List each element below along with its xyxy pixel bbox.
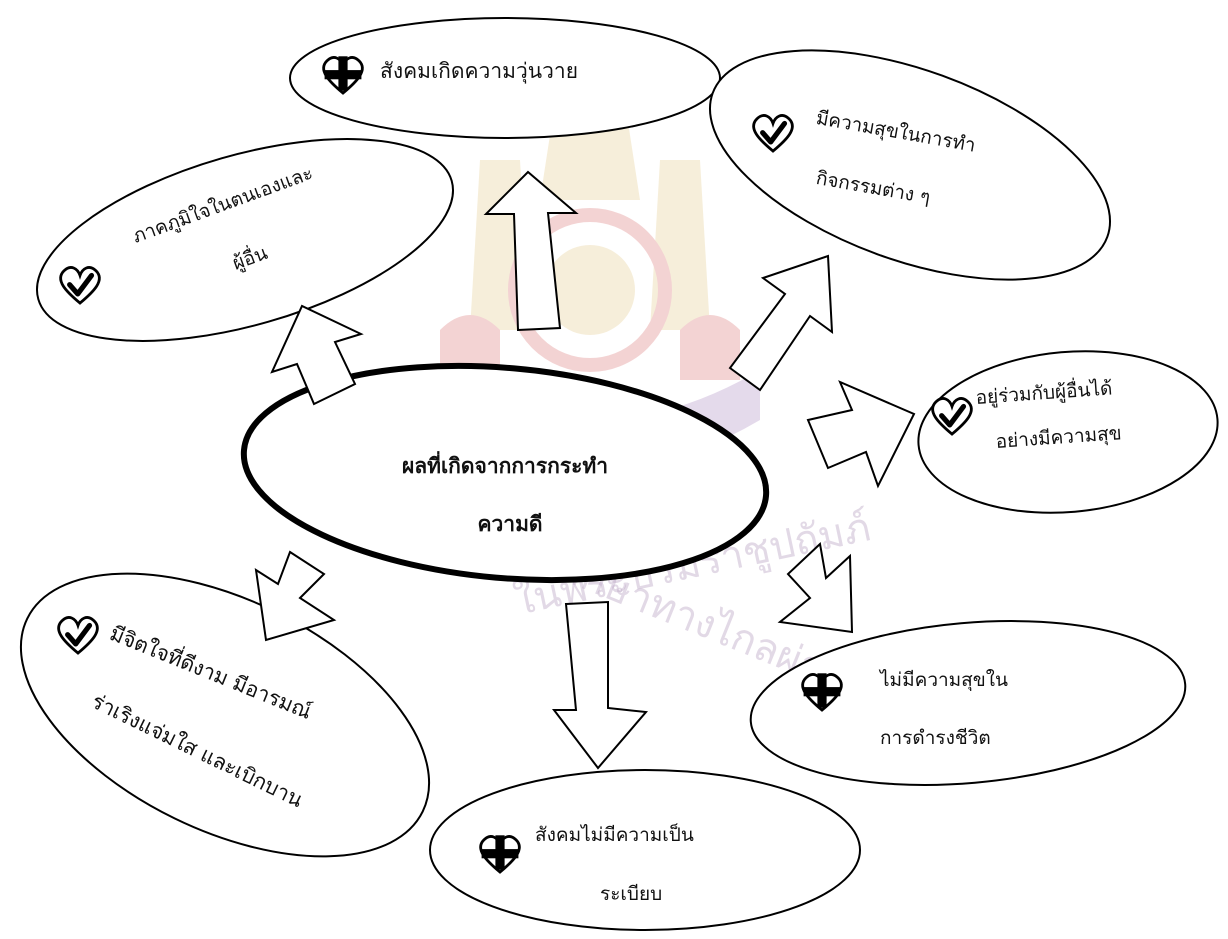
node-label-disorder-2: ระเบียบ: [600, 883, 663, 905]
node-label-disorder-1: สังคมไม่มีความเป็น: [535, 824, 694, 846]
node-ellipse-pride: [36, 138, 454, 342]
check-heart-icon: [931, 397, 973, 436]
center-ellipse: [240, 362, 770, 584]
arrow-to-disorder: [551, 600, 648, 770]
arrow-to-chaos: [483, 170, 579, 332]
node-ellipse-live-together: [917, 350, 1219, 514]
node-label-unhappy-life-2: การดำรงชีวิต: [880, 727, 991, 749]
node-label-unhappy-life-1: ไม่มีความสุขใน: [880, 669, 1009, 691]
cross-heart-icon: [322, 56, 364, 95]
check-heart-icon: [752, 114, 794, 153]
node-ellipse-chaos: [289, 17, 721, 139]
node-label-chaos: สังคมเกิดความวุ่นวาย: [380, 59, 579, 83]
node-ellipse-happy-activities: [709, 49, 1111, 281]
arrow-to-happy-activities: [728, 254, 834, 392]
arrow-to-unhappy-life: [777, 542, 854, 634]
check-heart-icon: [59, 266, 101, 305]
center-title-line2: ความดี: [477, 512, 543, 536]
center-title-line1: ผลที่เกิดจากการกระทำ: [401, 454, 609, 478]
cross-heart-icon: [801, 673, 843, 712]
arrow-to-live-together: [806, 380, 916, 489]
arrow-to-good-mind: [254, 550, 337, 642]
node-ellipse-unhappy-life: [749, 620, 1187, 786]
check-heart-icon: [57, 616, 99, 655]
node-ellipse-disorder: [429, 769, 861, 931]
arrow-to-pride: [270, 304, 364, 406]
cross-heart-icon: [479, 835, 521, 874]
